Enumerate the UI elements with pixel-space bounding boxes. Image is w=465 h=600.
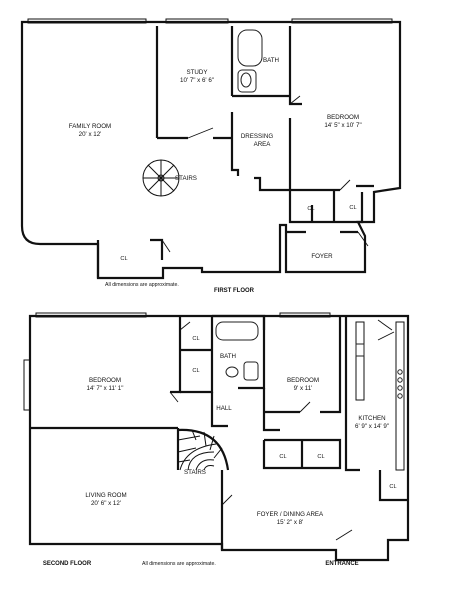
dressing-label: DRESSING <box>241 133 274 140</box>
wall <box>290 184 374 192</box>
closets <box>262 438 342 470</box>
closet-label: CL <box>279 454 286 460</box>
living-room-dims: 20' 6" x 12' <box>91 500 121 507</box>
counter <box>355 321 365 401</box>
window <box>23 359 31 411</box>
wall <box>288 26 302 106</box>
dressing-label-2: AREA <box>254 141 272 148</box>
foyer-dining-label: FOYER / DINING AREA <box>257 511 324 518</box>
family-room-label: FAMILY ROOM <box>69 123 111 130</box>
wall <box>96 238 164 278</box>
closets <box>180 316 214 394</box>
closet-label: CL <box>120 256 127 262</box>
door <box>179 321 191 331</box>
second-floor-outline <box>28 314 410 562</box>
living-room-label: LIVING ROOM <box>85 492 126 499</box>
bedroom-right-label: BEDROOM <box>287 377 319 384</box>
second-floor-note: All dimensions are approximate. <box>142 561 216 567</box>
door <box>357 231 369 247</box>
study-dims: 10' 7" x 6' 6" <box>180 77 214 84</box>
door <box>339 179 351 191</box>
entrance-door <box>335 529 353 541</box>
kitchen-dims: 6' 9" x 14' 9" <box>355 423 389 430</box>
wall <box>254 118 292 192</box>
first-floor-note: All dimensions are approximate. <box>105 282 179 288</box>
toilet <box>243 361 259 381</box>
bath-walls <box>212 314 266 390</box>
window <box>291 18 393 24</box>
sink <box>355 343 365 357</box>
first-floor-outline <box>20 20 402 280</box>
curved-stairs <box>176 428 230 471</box>
wall <box>210 392 228 428</box>
stairs-label: STAIRS <box>175 175 197 182</box>
bath-label: BATH <box>263 57 279 64</box>
closet-label: CL <box>307 206 314 212</box>
kitchen-label: KITCHEN <box>358 415 385 422</box>
counter <box>395 321 405 471</box>
wall <box>262 388 280 432</box>
wall <box>230 26 240 176</box>
bedroom-label: BEDROOM <box>327 114 359 121</box>
study-label: STUDY <box>187 69 208 76</box>
spiral-stairs <box>142 159 180 197</box>
sink <box>225 366 239 378</box>
door <box>169 391 179 403</box>
burner <box>397 377 403 383</box>
toilet <box>237 69 257 93</box>
second-floor-plan: BEDROOM 14' 7" x 11' 1" CL CL BATH HALL … <box>23 312 410 567</box>
bedroom-walls <box>262 316 342 414</box>
bedroom-left-label: BEDROOM <box>89 377 121 384</box>
kitchen-wall <box>344 316 360 472</box>
window <box>279 312 331 318</box>
hall-label: HALL <box>216 405 232 412</box>
burner <box>397 369 403 375</box>
toilet-bowl <box>240 72 252 88</box>
closet-label: CL <box>349 205 356 211</box>
window <box>27 18 147 24</box>
closet <box>378 470 408 502</box>
closet-label: CL <box>192 368 199 374</box>
bathtub <box>237 29 263 67</box>
first-floor-plan: FAMILY ROOM 20' x 12' STUDY 10' 7" x 6' … <box>20 18 402 294</box>
first-floor-caption: FIRST FLOOR <box>214 288 255 294</box>
door <box>289 95 301 105</box>
window <box>165 18 229 24</box>
entrance-label: ENTRANCE <box>325 561 358 567</box>
closet-label: CL <box>389 484 396 490</box>
door <box>161 239 171 253</box>
stairs-label: STAIRS <box>184 469 206 476</box>
wall <box>170 316 182 394</box>
family-room-dims: 20' x 12' <box>79 131 102 138</box>
foyer-label: FOYER <box>311 253 333 260</box>
bedroom-left-dims: 14' 7" x 11' 1" <box>87 385 124 392</box>
door <box>187 127 214 139</box>
window <box>35 312 147 318</box>
door <box>377 319 395 341</box>
burner <box>397 393 403 399</box>
bath-label: BATH <box>220 353 236 360</box>
second-floor-caption: SECOND FLOOR <box>43 561 92 567</box>
door <box>299 401 311 413</box>
closet-label: CL <box>192 336 199 342</box>
bedroom-right-dims: 9' x 11' <box>294 385 313 392</box>
bathtub <box>215 321 259 341</box>
burner <box>397 385 403 391</box>
foyer-dining-dims: 15' 2" x 8' <box>277 519 304 526</box>
closet-label: CL <box>317 454 324 460</box>
door <box>221 494 233 506</box>
bedroom-dims: 14' 5" x 10' 7" <box>324 122 361 129</box>
